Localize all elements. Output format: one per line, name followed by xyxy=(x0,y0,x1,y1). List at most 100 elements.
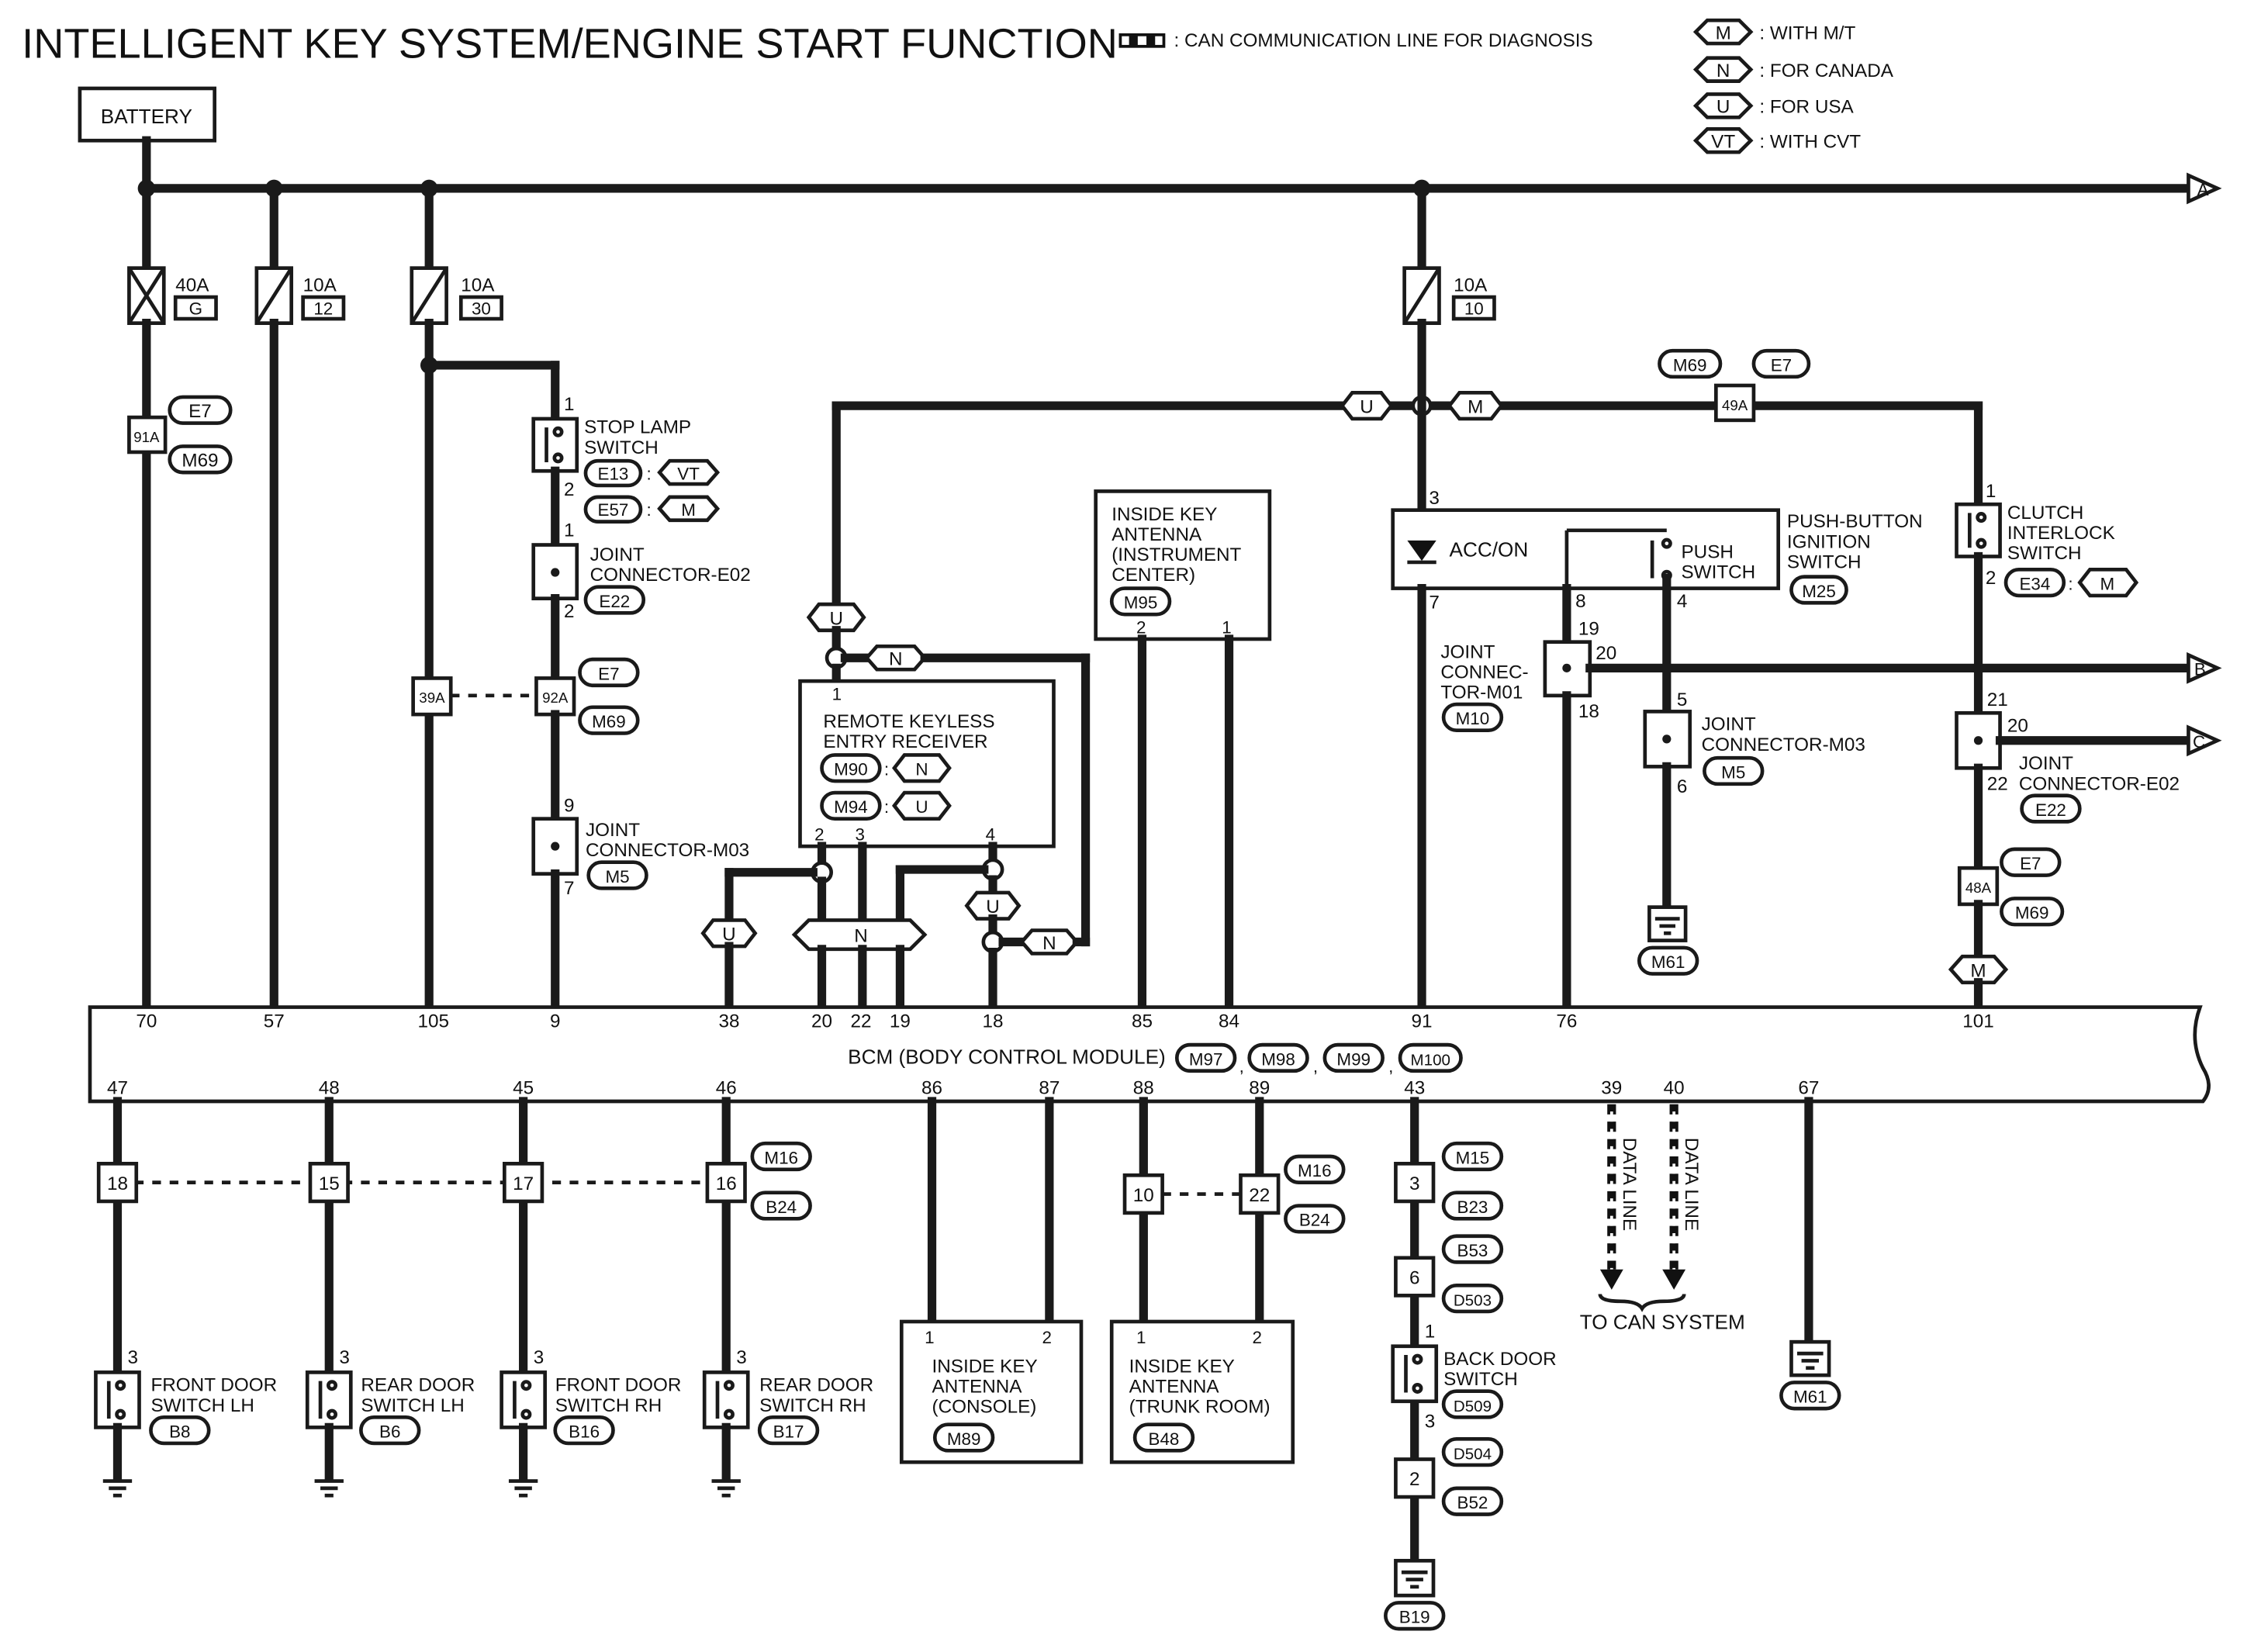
svg-text:D503: D503 xyxy=(1454,1291,1492,1309)
svg-text:8: 8 xyxy=(1575,591,1586,612)
legend-desc-u: : FOR USA xyxy=(1759,97,1854,118)
svg-text:89: 89 xyxy=(1249,1078,1270,1099)
svg-text:E34: E34 xyxy=(2019,574,2050,593)
svg-text:N: N xyxy=(854,925,868,946)
svg-text:2: 2 xyxy=(564,479,574,500)
svg-text:SWITCH LH: SWITCH LH xyxy=(361,1395,464,1416)
connector-code-e7-a: E7 xyxy=(168,395,233,425)
svg-text:3: 3 xyxy=(1425,1411,1436,1432)
push-button-ignition-switch: 3 ACC/ON 7 PUSH SWITCH 8 4 PUSH-BUTTON I… xyxy=(1391,488,1923,613)
joint-connector-e02-a: 1 2 JOINT CONNECTOR-E02 E22 xyxy=(531,520,751,622)
svg-text:20: 20 xyxy=(2007,716,2028,737)
svg-text:38: 38 xyxy=(718,1011,739,1032)
svg-text:DATA LINE: DATA LINE xyxy=(1619,1138,1640,1231)
svg-text:JOINT: JOINT xyxy=(1702,714,1756,735)
inline-connector-91a: 91A xyxy=(127,415,168,454)
option-mark-n-rke-top: N xyxy=(864,644,928,672)
svg-text:E22: E22 xyxy=(2035,800,2066,820)
joint-connector-e02-b: 21 20 22 JOINT CONNECTOR-E02 E22 xyxy=(1955,689,2180,824)
svg-text:2: 2 xyxy=(1252,1328,1261,1347)
svg-text:CENTER): CENTER) xyxy=(1111,565,1195,586)
svg-text:84: 84 xyxy=(1219,1011,1239,1032)
svg-text:INSIDE KEY: INSIDE KEY xyxy=(1111,504,1217,525)
offpage-connector-a: A xyxy=(2187,172,2222,205)
front-door-switch-lh: 3 FRONT DOOR SWITCH LH B8 xyxy=(94,1347,277,1498)
remote-keyless-entry-receiver: 1 REMOTE KEYLESS ENTRY RECEIVER M90 : N … xyxy=(798,679,1056,848)
option-mark-m-101: M xyxy=(1948,954,2009,985)
legend-code-u: U xyxy=(1716,97,1730,118)
ground-m61-a: M61 xyxy=(1637,905,1699,976)
svg-text:2: 2 xyxy=(1042,1328,1052,1347)
svg-text:INTERLOCK: INTERLOCK xyxy=(2007,523,2115,544)
svg-text:CONNECTOR-E02: CONNECTOR-E02 xyxy=(590,565,751,586)
svg-text:2: 2 xyxy=(564,601,574,622)
svg-text:45: 45 xyxy=(513,1078,534,1099)
svg-text:87: 87 xyxy=(1039,1078,1060,1099)
svg-text:M100: M100 xyxy=(1411,1051,1450,1069)
svg-text:M97: M97 xyxy=(1189,1049,1223,1069)
svg-text:3: 3 xyxy=(1409,1173,1420,1194)
legend-can-line-text: : CAN COMMUNICATION LINE FOR DIAGNOSIS xyxy=(1174,30,1593,51)
svg-text:M94: M94 xyxy=(834,797,868,817)
svg-text:FRONT DOOR: FRONT DOOR xyxy=(555,1375,682,1396)
svg-text:1: 1 xyxy=(564,520,574,541)
svg-text:70: 70 xyxy=(136,1011,157,1032)
option-mark-u-18: U xyxy=(964,890,1022,921)
svg-text:B: B xyxy=(2194,660,2206,679)
svg-text:,: , xyxy=(1239,1057,1244,1077)
svg-text:48A: 48A xyxy=(1965,880,1992,896)
svg-text:ANTENNA: ANTENNA xyxy=(1111,524,1202,545)
fuse-40a-g: 40A G xyxy=(127,184,218,325)
svg-text:3: 3 xyxy=(856,825,865,845)
svg-text:STOP LAMP: STOP LAMP xyxy=(584,417,691,438)
inside-key-antenna-trunk-room: 1 2 INSIDE KEY ANTENNA (TRUNK ROOM) B48 xyxy=(1109,1319,1295,1464)
svg-text:10A: 10A xyxy=(461,275,495,296)
svg-text:3: 3 xyxy=(534,1347,545,1368)
svg-text:16: 16 xyxy=(716,1173,737,1194)
inline-connector-2: D504 2 B52 xyxy=(1394,1437,1504,1516)
legend-code-n: N xyxy=(1716,60,1730,81)
svg-text:B16: B16 xyxy=(569,1422,600,1441)
svg-text:SWITCH RH: SWITCH RH xyxy=(555,1395,662,1416)
svg-text:6: 6 xyxy=(1409,1267,1420,1288)
svg-text:1: 1 xyxy=(1222,618,1231,638)
legend-code-vt: VT xyxy=(1711,132,1735,153)
svg-text:PUSH: PUSH xyxy=(1682,541,1734,562)
svg-text:(CONSOLE): (CONSOLE) xyxy=(932,1397,1037,1418)
svg-text:40: 40 xyxy=(1664,1078,1685,1099)
svg-text:E22: E22 xyxy=(599,592,630,611)
can-data-lines: DATA LINE DATA LINE TO CAN SYSTEM xyxy=(1580,1104,1745,1333)
svg-text:1: 1 xyxy=(925,1328,934,1347)
svg-text:2: 2 xyxy=(814,825,824,845)
svg-text:6: 6 xyxy=(1677,776,1688,797)
svg-text:3: 3 xyxy=(339,1347,350,1368)
svg-text:9: 9 xyxy=(550,1011,560,1032)
svg-text:VT: VT xyxy=(677,464,700,483)
inline-connector-39a-92a: 39A 92A E7 M69 xyxy=(411,657,640,735)
svg-text:FRONT DOOR: FRONT DOOR xyxy=(150,1375,277,1396)
svg-text:N: N xyxy=(889,649,903,670)
svg-text:M61: M61 xyxy=(1651,952,1685,972)
svg-text:M99: M99 xyxy=(1336,1049,1371,1069)
svg-text:4: 4 xyxy=(986,825,995,845)
svg-text:47: 47 xyxy=(107,1078,128,1099)
svg-text:76: 76 xyxy=(1556,1011,1577,1032)
svg-text:JOINT: JOINT xyxy=(586,820,640,841)
svg-text:7: 7 xyxy=(564,878,574,899)
svg-text:SWITCH: SWITCH xyxy=(1443,1369,1518,1390)
svg-text:TOR-M01: TOR-M01 xyxy=(1440,683,1523,703)
svg-text:1: 1 xyxy=(564,394,574,415)
svg-text:4: 4 xyxy=(1677,591,1688,612)
svg-text:ACC/ON: ACC/ON xyxy=(1450,537,1529,561)
svg-text:M69: M69 xyxy=(2015,904,2049,923)
svg-text:REAR DOOR: REAR DOOR xyxy=(361,1375,475,1396)
svg-text:SWITCH: SWITCH xyxy=(1787,551,1862,572)
svg-text:CLUTCH: CLUTCH xyxy=(2007,503,2083,524)
offpage-connector-b: B xyxy=(2187,651,2222,684)
svg-text:22: 22 xyxy=(1987,773,2008,794)
svg-text:REMOTE KEYLESS: REMOTE KEYLESS xyxy=(823,711,994,732)
svg-text:2: 2 xyxy=(1136,618,1146,638)
legend-can-line: : CAN COMMUNICATION LINE FOR DIAGNOSIS xyxy=(1118,30,1593,51)
svg-text:86: 86 xyxy=(921,1078,942,1099)
